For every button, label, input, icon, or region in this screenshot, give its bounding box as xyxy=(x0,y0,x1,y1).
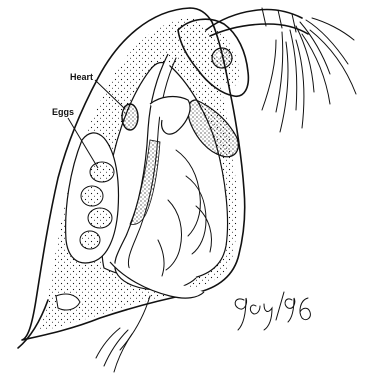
egg xyxy=(90,162,114,182)
egg xyxy=(80,231,100,249)
egg xyxy=(88,208,112,228)
heart-organ xyxy=(122,104,138,130)
artist-signature xyxy=(235,292,310,330)
eggs-label: Eggs xyxy=(52,107,74,117)
compound-eye xyxy=(212,48,232,68)
eye-highlight xyxy=(217,53,222,58)
egg xyxy=(81,186,103,206)
heart-label: Heart xyxy=(70,72,93,82)
tail-setae xyxy=(96,328,132,372)
